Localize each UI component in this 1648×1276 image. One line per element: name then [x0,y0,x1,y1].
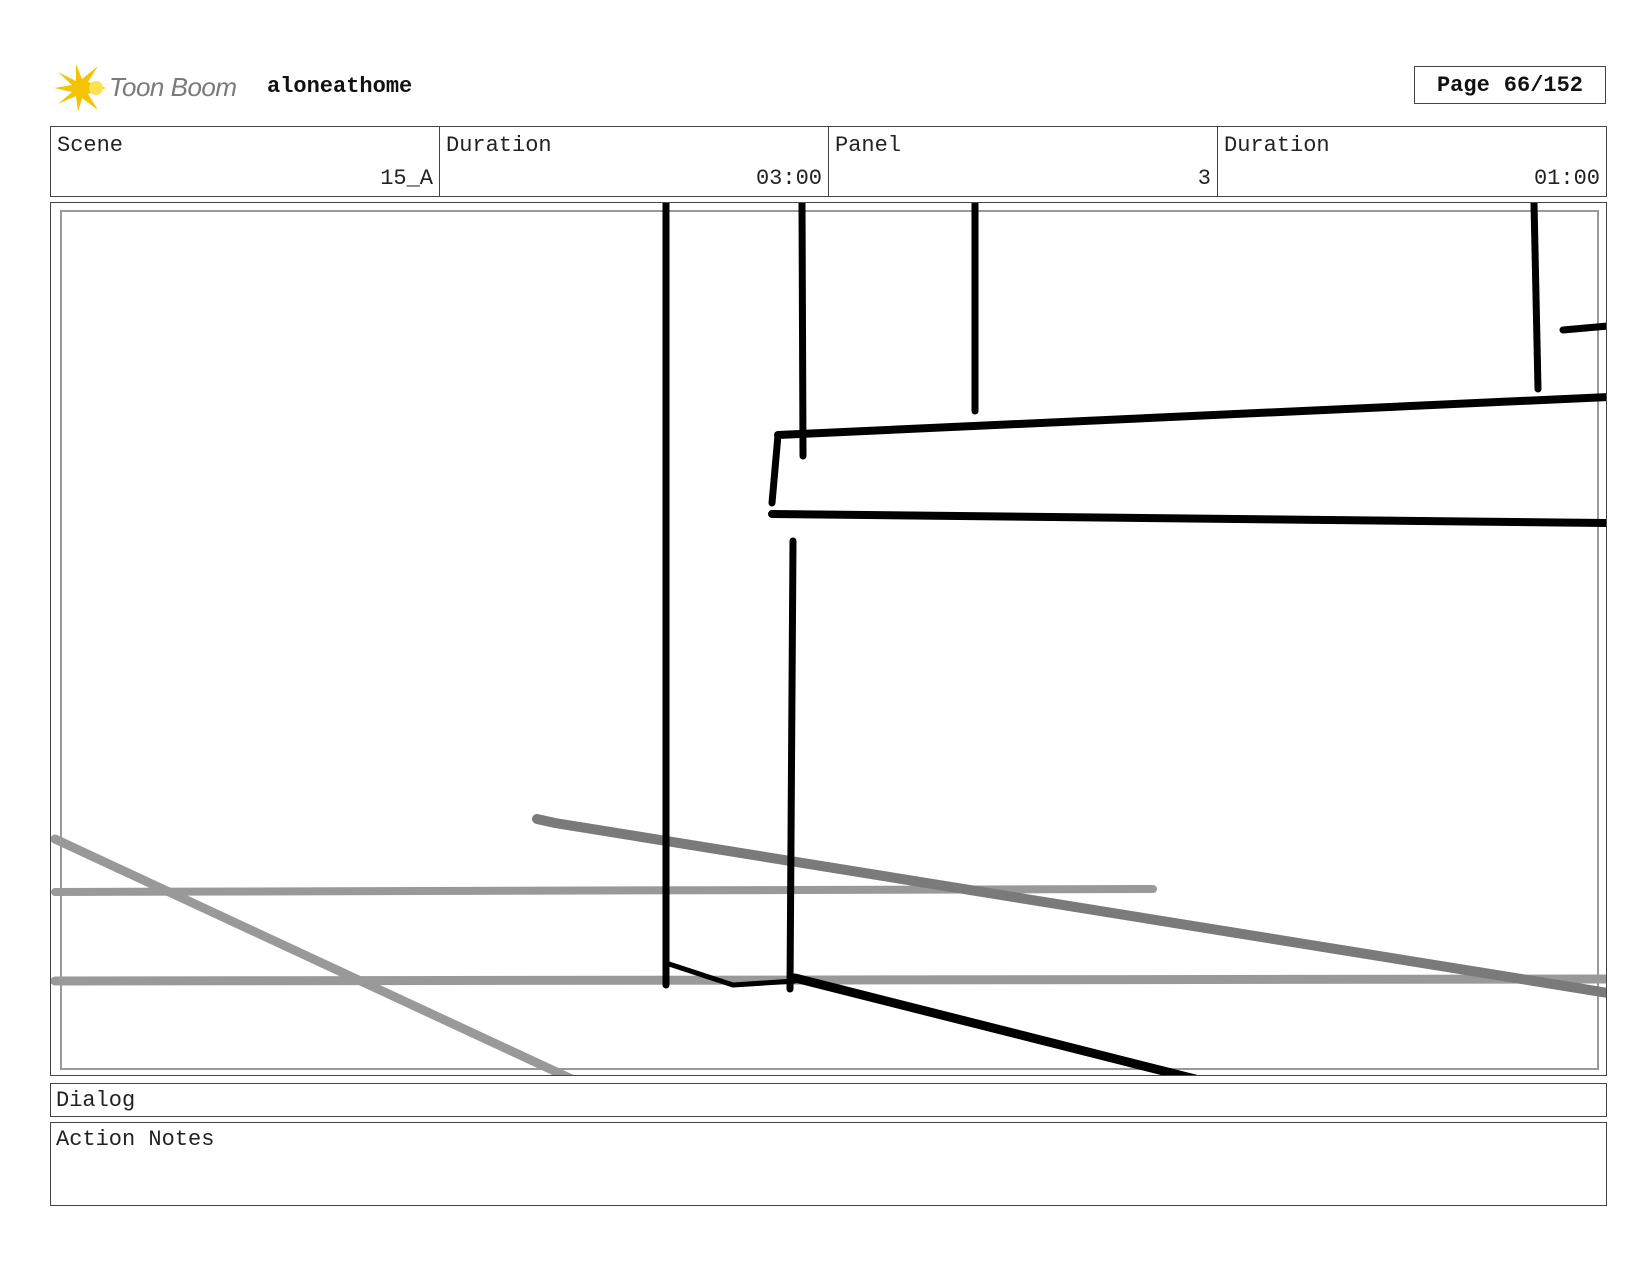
post-line-right [1530,203,1542,393]
panel-info-table: Scene 15_A Duration 03:00 Panel 3 Durati… [50,126,1607,197]
starburst-icon [54,64,106,112]
short-stroke-right [1559,322,1606,334]
dialog-label: Dialog [56,1088,136,1113]
floor-corner-stroke [663,960,798,988]
page-indicator: Page 66/152 [1414,66,1606,104]
panel-duration-value: 01:00 [1533,166,1600,191]
scene-duration-cell: Duration 03:00 [440,127,829,196]
page-label: Page [1436,72,1490,98]
shelf-front-edge [768,431,782,507]
panel-cell: Panel 3 [829,127,1218,196]
horizon-line-lower [51,974,1606,986]
toon-boom-logo: Toon Boom [54,62,254,112]
dialog-box: Dialog [50,1083,1607,1117]
action-notes-box: Action Notes [50,1122,1607,1206]
panel-value: 3 [1197,166,1211,191]
diagonal-line-left [51,834,574,1075]
scene-duration-value: 03:00 [755,166,822,191]
door-edge-upper [798,203,807,460]
scene-label: Scene [57,133,124,158]
scene-cell: Scene 15_A [51,127,440,196]
page-header: Toon Boom aloneathome Page 66/152 [50,58,1606,112]
door-edge-lower [786,537,797,993]
shelf-top-edge [774,393,1606,439]
safe-frame [60,210,1599,1070]
scene-duration-label: Duration [446,133,552,158]
shelf-bottom-edge [768,510,1606,527]
panel-sketch [51,203,1606,1075]
panel-label: Panel [835,133,902,158]
scene-value: 15_A [380,166,433,191]
panel-duration-label: Duration [1224,133,1330,158]
floor-edge [790,973,1198,1075]
logo-text: Toon Boom [109,72,237,102]
action-notes-label: Action Notes [56,1127,215,1152]
diagonal-line-right [532,814,1606,998]
project-name: aloneathome [267,74,413,99]
page-number: 66/152 [1503,72,1584,98]
panel-duration-cell: Duration 01:00 [1218,127,1606,196]
storyboard-panel [50,202,1607,1076]
